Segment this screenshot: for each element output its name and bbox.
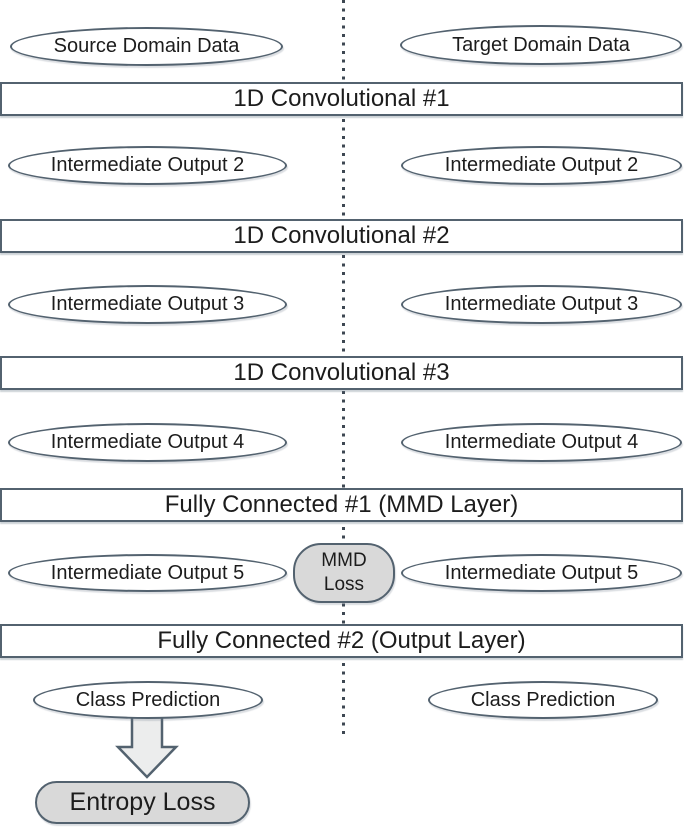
- node-label: Class Prediction: [75, 688, 221, 711]
- layer-label: Fully Connected #2 (Output Layer): [157, 627, 526, 654]
- node-intermediate-output-5-target: Intermediate Output 5: [401, 554, 682, 592]
- node-intermediate-output-4-source: Intermediate Output 4: [8, 423, 287, 462]
- node-source-domain-data: Source Domain Data: [10, 27, 283, 66]
- node-intermediate-output-5-source: Intermediate Output 5: [8, 554, 287, 592]
- node-label: Intermediate Output 5: [444, 561, 639, 584]
- layer-label: 1D Convolutional #1: [233, 85, 450, 112]
- node-intermediate-output-2-source: Intermediate Output 2: [8, 146, 287, 185]
- layer-label: Fully Connected #1 (MMD Layer): [164, 491, 519, 518]
- node-mmd-loss: MMD Loss: [293, 543, 395, 603]
- node-label: Intermediate Output 3: [444, 293, 639, 315]
- node-label: Intermediate Output 2: [444, 154, 639, 176]
- node-intermediate-output-3-source: Intermediate Output 3: [8, 285, 287, 324]
- mmd-loss-label-line1: MMD: [321, 550, 367, 572]
- node-label: Intermediate Output 3: [50, 293, 245, 315]
- layer-bar-conv2: 1D Convolutional #2: [0, 219, 683, 253]
- node-intermediate-output-3-target: Intermediate Output 3: [401, 285, 682, 324]
- layer-label: 1D Convolutional #2: [233, 222, 450, 249]
- node-label: Intermediate Output 4: [50, 431, 245, 453]
- node-label: Intermediate Output 4: [444, 431, 639, 453]
- node-target-domain-data: Target Domain Data: [400, 25, 682, 65]
- node-intermediate-output-4-target: Intermediate Output 4: [401, 423, 682, 462]
- entropy-loss-label: Entropy Loss: [69, 788, 216, 816]
- node-label: Source Domain Data: [53, 35, 240, 57]
- layer-bar-fc2-output: Fully Connected #2 (Output Layer): [0, 624, 683, 658]
- node-label: Intermediate Output 2: [50, 154, 245, 176]
- node-label: Target Domain Data: [452, 33, 630, 56]
- layer-bar-conv3: 1D Convolutional #3: [0, 356, 683, 390]
- layer-bar-conv1: 1D Convolutional #1: [0, 82, 683, 116]
- node-class-prediction-target: Class Prediction: [428, 681, 658, 719]
- node-class-prediction-source: Class Prediction: [33, 681, 263, 719]
- down-block-arrow-icon: [115, 715, 179, 779]
- node-label: Intermediate Output 5: [50, 561, 245, 584]
- node-label: Class Prediction: [470, 688, 616, 711]
- mmd-loss-label-line2: Loss: [323, 574, 365, 595]
- node-intermediate-output-2-target: Intermediate Output 2: [401, 146, 682, 185]
- layer-label: 1D Convolutional #3: [233, 359, 450, 386]
- node-entropy-loss: Entropy Loss: [35, 781, 250, 824]
- layer-bar-fc1-mmd: Fully Connected #1 (MMD Layer): [0, 488, 683, 522]
